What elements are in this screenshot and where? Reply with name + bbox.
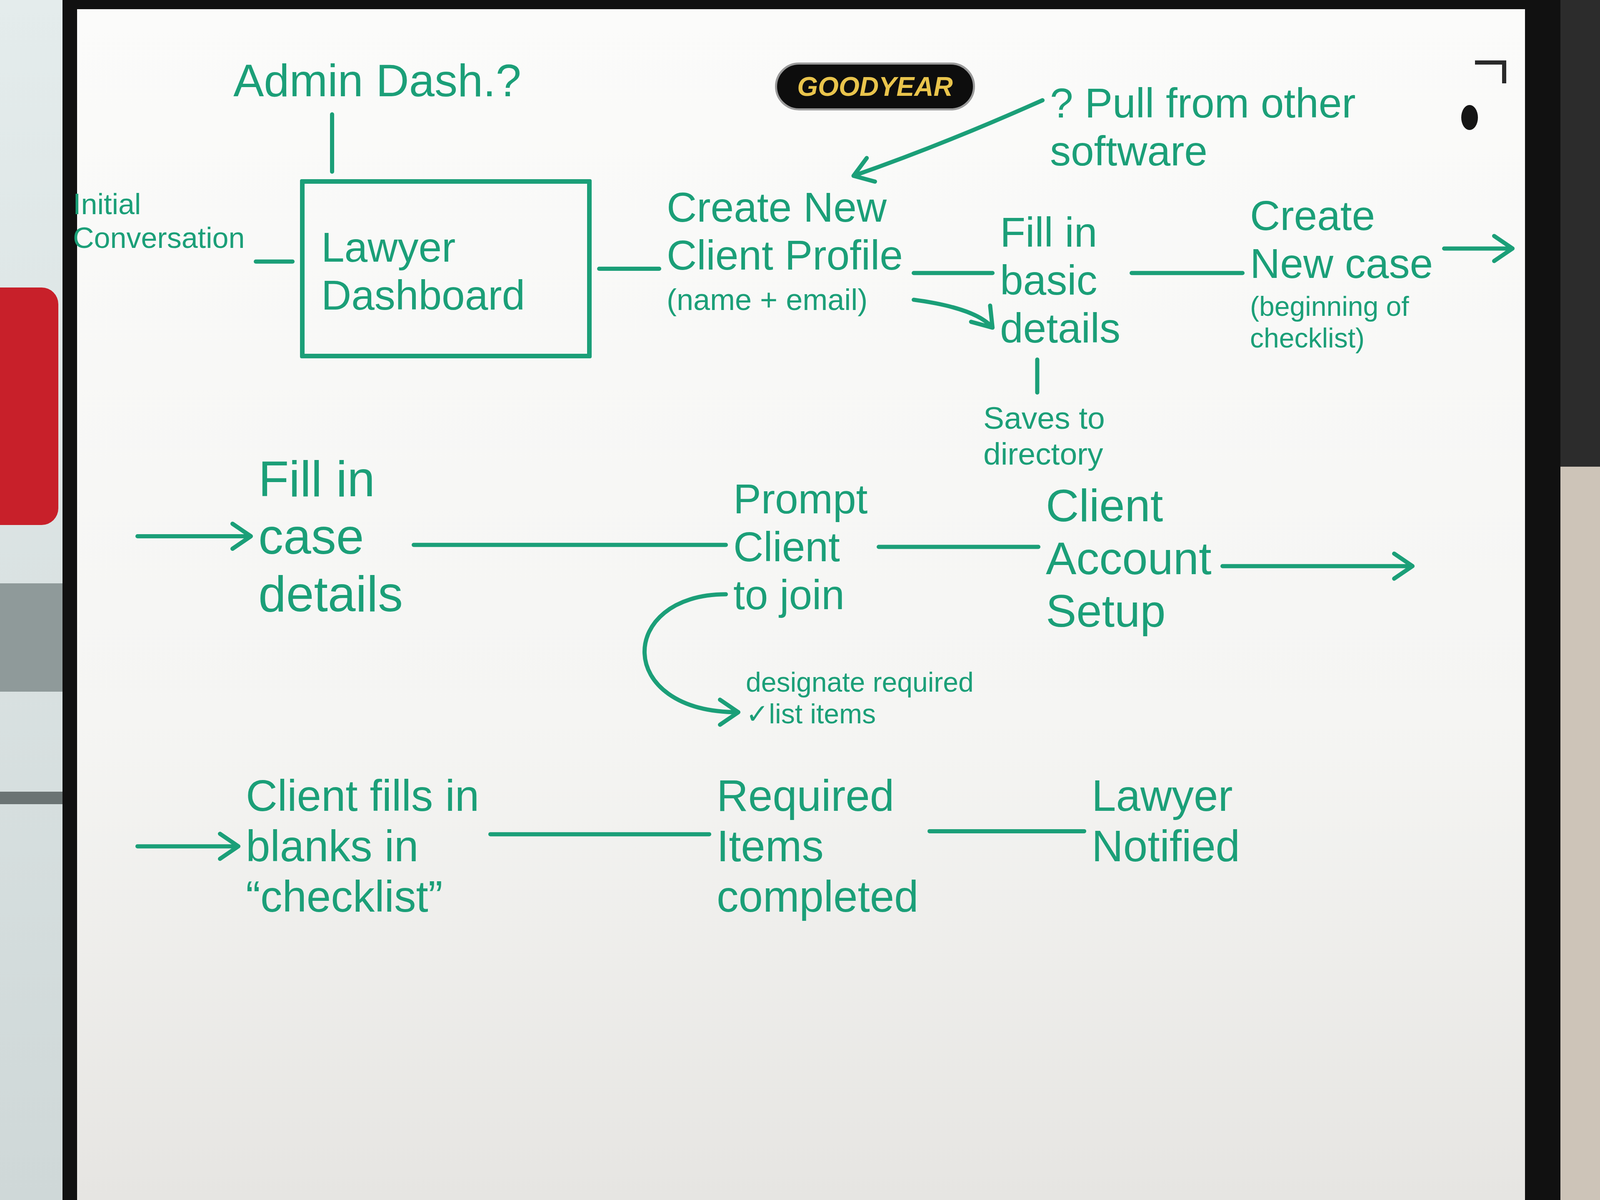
sub-text: (name + email) xyxy=(666,282,907,318)
step-text: Fill in case details xyxy=(258,450,407,623)
flow-line xyxy=(853,100,1043,182)
step-node: Prompt Client to join xyxy=(733,475,872,619)
brand-text: GOODYEAR xyxy=(797,71,953,103)
flow-line xyxy=(330,114,335,173)
step-node: Required Items completed xyxy=(716,770,923,922)
flow-line xyxy=(913,270,993,275)
side-note: designate required ✓list items xyxy=(745,666,978,730)
brand-badge: GOODYEAR xyxy=(775,62,975,111)
step-text: Lawyer Dashboard xyxy=(321,223,571,320)
flow-line xyxy=(490,832,710,837)
step-node: Lawyer Notified xyxy=(1091,770,1244,872)
step-text: designate required ✓list items xyxy=(745,666,978,730)
step-node: Client fills in blanks in “checklist” xyxy=(245,770,483,922)
source-note: ? Pull from other software xyxy=(1050,79,1360,175)
wall-background xyxy=(1560,0,1600,467)
step-text: Admin Dash.? xyxy=(233,54,525,108)
step-text: Lawyer Notified xyxy=(1091,770,1244,872)
note-node: Admin Dash.? xyxy=(233,54,525,108)
board-frame xyxy=(62,0,1561,1200)
window-background xyxy=(0,583,63,692)
flow-line xyxy=(878,545,1039,550)
car-background xyxy=(0,287,59,525)
step-text: Create New case xyxy=(1250,191,1437,288)
flow-line xyxy=(255,259,293,264)
flow-line xyxy=(644,594,739,725)
marker-blot xyxy=(1461,105,1478,130)
flow-line xyxy=(599,266,660,271)
step-text: Client Account Setup xyxy=(1045,479,1215,638)
step-text: Prompt Client to join xyxy=(733,475,872,619)
flow-line xyxy=(913,299,993,328)
window-frame xyxy=(0,791,63,805)
step-node: Fill in case details xyxy=(258,450,407,623)
step-text: Required Items completed xyxy=(716,770,923,922)
step-node: Create New Client Profile(name + email) xyxy=(666,183,907,318)
step-text: Create New Client Profile xyxy=(666,183,907,280)
step-text: Saves to directory xyxy=(983,400,1109,473)
flow-line xyxy=(1131,270,1243,275)
board-corner xyxy=(1475,62,1505,84)
side-note: Saves to directory xyxy=(983,400,1109,473)
sub-text: (beginning of checklist) xyxy=(1250,290,1437,355)
step-text: Client fills in blanks in “checklist” xyxy=(245,770,483,922)
start-note: Initial Conversation xyxy=(72,187,249,255)
flow-line xyxy=(413,542,726,548)
wall-background xyxy=(1560,0,1600,1200)
flow-line xyxy=(1035,359,1040,393)
step-node: Create New case(beginning of checklist) xyxy=(1250,191,1437,355)
step-text: Fill in basic details xyxy=(1000,208,1125,353)
step-node: Fill in basic details xyxy=(1000,208,1125,353)
dashboard-box: Lawyer Dashboard xyxy=(300,179,592,359)
window-background xyxy=(0,0,63,1200)
flow-line xyxy=(929,829,1085,834)
step-text: ? Pull from other software xyxy=(1050,79,1360,175)
step-node: Client Account Setup xyxy=(1045,479,1215,638)
whiteboard-surface xyxy=(77,9,1525,1200)
step-text: Initial Conversation xyxy=(72,187,249,255)
